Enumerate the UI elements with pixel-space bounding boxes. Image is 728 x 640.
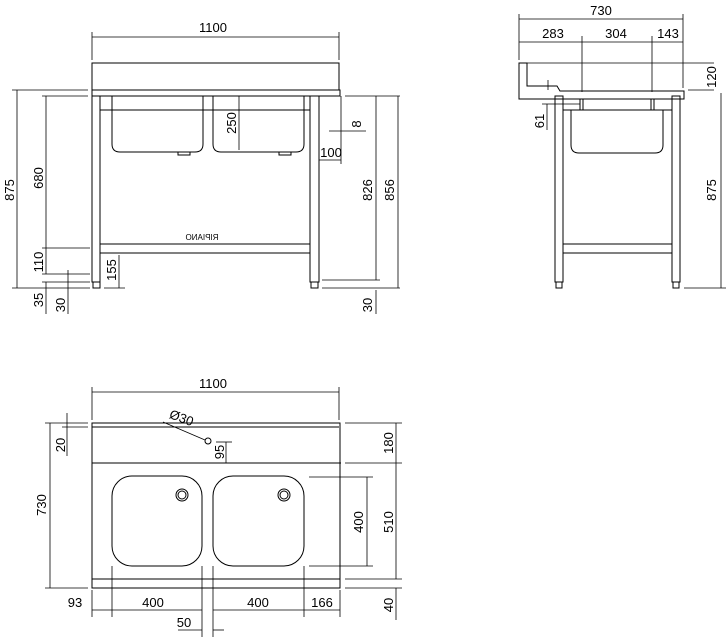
seg-bowl-label: 304 [605, 26, 627, 41]
top-left-bowl [111, 475, 203, 567]
inner-height-label: 826 [360, 179, 375, 201]
top-view: 1100 Ø30 95 730 20 180 510 40 400 [34, 376, 402, 637]
top-height-label: 856 [382, 179, 397, 201]
bowl-right-label: 400 [247, 595, 269, 610]
back-edge-label: 20 [53, 438, 68, 452]
side-view: 730 283 304 143 120 61 875 [518, 3, 726, 289]
frame-label: 100 [320, 145, 342, 160]
bowl-zone-label: 510 [381, 511, 396, 533]
top-depth-label: 730 [34, 494, 49, 516]
top-right-bowl [212, 475, 305, 567]
gap-label: 61 [532, 114, 547, 128]
left-drain-icon [175, 488, 189, 502]
front-edge-label: 40 [381, 598, 396, 612]
bowl-depth-label: 250 [224, 112, 239, 134]
backsplash-zone-label: 180 [381, 432, 396, 454]
left-leg [91, 95, 101, 283]
side-bowl [570, 110, 664, 154]
seg-front-label: 143 [657, 26, 679, 41]
front-height-label: 875 [2, 179, 17, 201]
sink-zone-label: 680 [31, 167, 46, 189]
backsplash [91, 62, 340, 91]
tap-offset-label: 95 [212, 445, 227, 459]
bowl-left-label: 400 [142, 595, 164, 610]
top-width-label: 1100 [199, 376, 227, 391]
right-margin-label: 166 [311, 595, 333, 610]
tap-hole [204, 437, 212, 445]
upstand-label: 120 [704, 66, 719, 88]
seg-back-label: 283 [542, 26, 564, 41]
worktop-outline [91, 422, 341, 589]
bowl-gap-label: 50 [177, 615, 191, 630]
foot-label: 35 [31, 293, 46, 307]
adjust-right-label: 30 [360, 298, 375, 312]
shelf-gap-label: 110 [31, 252, 46, 273]
right-bowl [212, 96, 305, 153]
left-margin-label: 93 [68, 595, 82, 610]
shelf-label: RIPIANO [186, 233, 219, 242]
side-depth-label: 730 [590, 3, 612, 18]
upstand-profile [518, 62, 685, 100]
rim-label: 8 [349, 120, 364, 127]
right-leg [309, 95, 320, 283]
worktop [91, 89, 341, 97]
left-bowl [111, 96, 204, 153]
bowl-size-label: 400 [351, 511, 366, 533]
side-height-label: 875 [704, 179, 719, 201]
front-view: 1100 RIPIANO 875 680 110 155 35 30 250 8… [2, 20, 400, 314]
shelf-height-label: 155 [104, 259, 119, 281]
adjust-label: 30 [53, 298, 68, 312]
shelf [99, 243, 311, 254]
right-drain-icon [277, 488, 291, 502]
front-width-label: 1100 [199, 20, 227, 35]
